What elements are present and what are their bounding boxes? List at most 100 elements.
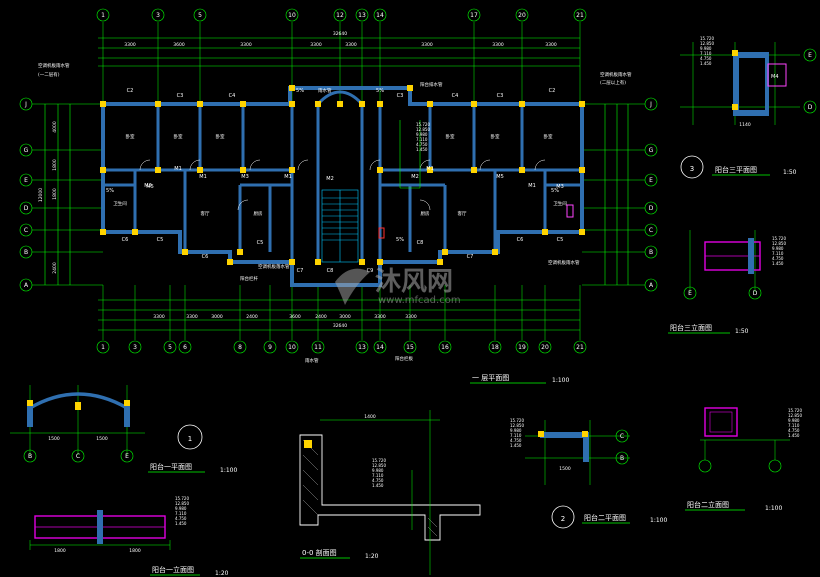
annotation: (一二层有) — [38, 71, 60, 78]
column — [237, 249, 243, 255]
door-label: M1 — [284, 174, 292, 180]
b3-width-dim: 1140 — [739, 122, 751, 128]
balcony-3-plan-title: 阳台三平面图 — [715, 165, 757, 174]
window-label: C6 — [202, 254, 209, 260]
column — [197, 167, 203, 173]
column — [359, 259, 365, 265]
svg-text:B: B — [28, 453, 32, 460]
axis-bubble-top — [151, 8, 165, 22]
room-label: 卧室 — [174, 133, 183, 140]
room-labels: 卧室卧室卧室客厅厨房卫生间卧室卧室卧室客厅厨房卫生间 — [113, 133, 567, 217]
axis-bubble-bottom — [573, 340, 587, 354]
elevation-mark: 7.110 — [510, 433, 522, 438]
axis-label-right: B — [649, 249, 653, 256]
section-scale: 1:20 — [365, 553, 379, 560]
axis-bubble-top — [515, 8, 529, 22]
axis-label-left: E — [24, 177, 28, 184]
top-segment-dim: 3300 — [545, 42, 557, 48]
window-label: C3 — [177, 93, 184, 99]
bottom-segment-dim: 3000 — [339, 314, 351, 320]
annotation: 阳台栏杆 — [240, 275, 258, 282]
column — [315, 101, 321, 107]
elevation-mark: 15.720 — [700, 36, 714, 41]
top-dimension-lines — [98, 37, 580, 67]
elevation-mark: 12.850 — [372, 463, 386, 468]
axis-label-left: G — [24, 147, 29, 154]
annotation: 阳台排水管 — [420, 81, 443, 88]
window-label: C5 — [557, 237, 564, 243]
axis-label-bottom: 1 — [101, 344, 105, 351]
top-segment-dim: 3300 — [240, 42, 252, 48]
axis-bubble-left — [19, 278, 33, 292]
axis-bubble-right — [644, 245, 658, 259]
svg-text:C: C — [620, 433, 624, 440]
axis-bubble-top — [96, 8, 110, 22]
window-label: C6 — [122, 237, 129, 243]
axis-bubble-bottom — [285, 340, 299, 354]
axis-label-left: B — [24, 249, 28, 256]
elevation-mark: 1.450 — [700, 61, 712, 66]
elevation-mark: 12.850 — [510, 423, 524, 428]
annotation: 空调机板雨水管 — [600, 71, 632, 78]
column — [579, 229, 585, 235]
axis-bubble-right — [644, 278, 658, 292]
axis-bubble-top — [373, 8, 387, 22]
top-segment-dim: 3600 — [173, 42, 185, 48]
svg-text:1500: 1500 — [559, 466, 571, 472]
window-label: C3 — [397, 93, 404, 99]
svg-text:1800: 1800 — [54, 548, 66, 554]
elevation-mark: 12.850 — [175, 501, 189, 506]
elevation-mark: 1.450 — [372, 483, 384, 488]
axis-label-right: J — [649, 101, 652, 108]
balcony-1-elev-title: 阳台一立面图 — [152, 565, 194, 574]
axis-bubble-right — [644, 223, 658, 237]
elevation-mark: 7.110 — [372, 473, 384, 478]
axis-bubble-right — [644, 201, 658, 215]
door-swings — [139, 159, 546, 211]
window-label: C4 — [452, 93, 459, 99]
door-marker-magenta — [566, 204, 574, 218]
watermark-url: www.mfcad.com — [378, 295, 461, 306]
room-label: 卧室 — [216, 133, 225, 140]
door-label: M3 — [241, 174, 249, 180]
column — [240, 167, 246, 173]
column — [197, 101, 203, 107]
elevation-mark: 1.450 — [510, 443, 522, 448]
column — [240, 101, 246, 107]
axis-label-left: A — [24, 282, 29, 289]
column — [471, 101, 477, 107]
room-label: 卫生间 — [553, 200, 567, 207]
column — [427, 101, 433, 107]
column — [155, 101, 161, 107]
door-label: M1 — [174, 166, 182, 172]
callout-circle-2 — [551, 505, 575, 529]
axis-label-bottom: 19 — [518, 344, 526, 351]
column — [377, 259, 383, 265]
elevation-mark: 9.980 — [175, 506, 187, 511]
column — [289, 259, 295, 265]
balcony-1-plan-scale: 1:100 — [220, 467, 237, 474]
door-label: M2 — [144, 183, 152, 189]
balcony-1-elev-scale: 1:20 — [215, 570, 229, 577]
callout-circle-3 — [680, 155, 704, 179]
interior-walls — [103, 104, 582, 285]
svg-text:B: B — [620, 455, 624, 462]
axis-label-top: 3 — [156, 12, 160, 19]
bottom-segment-dim: 3000 — [211, 314, 223, 320]
axis-bubble-right — [644, 143, 658, 157]
front-balcony — [316, 90, 364, 106]
left-segment-dim: 1800 — [52, 188, 58, 200]
elevation-mark: 9.980 — [416, 132, 428, 137]
elevation-mark: 15.720 — [372, 458, 386, 463]
column — [315, 259, 321, 265]
axis-label-bottom: 10 — [288, 344, 296, 351]
callout-circle-1 — [177, 424, 203, 450]
balcony-2-elev-scale: 1:100 — [765, 505, 782, 512]
door-label: M1 — [199, 174, 207, 180]
top-segment-dim: 3300 — [124, 42, 136, 48]
left-dimension-lines — [44, 104, 71, 285]
elevation-mark: 1.450 — [416, 147, 428, 152]
